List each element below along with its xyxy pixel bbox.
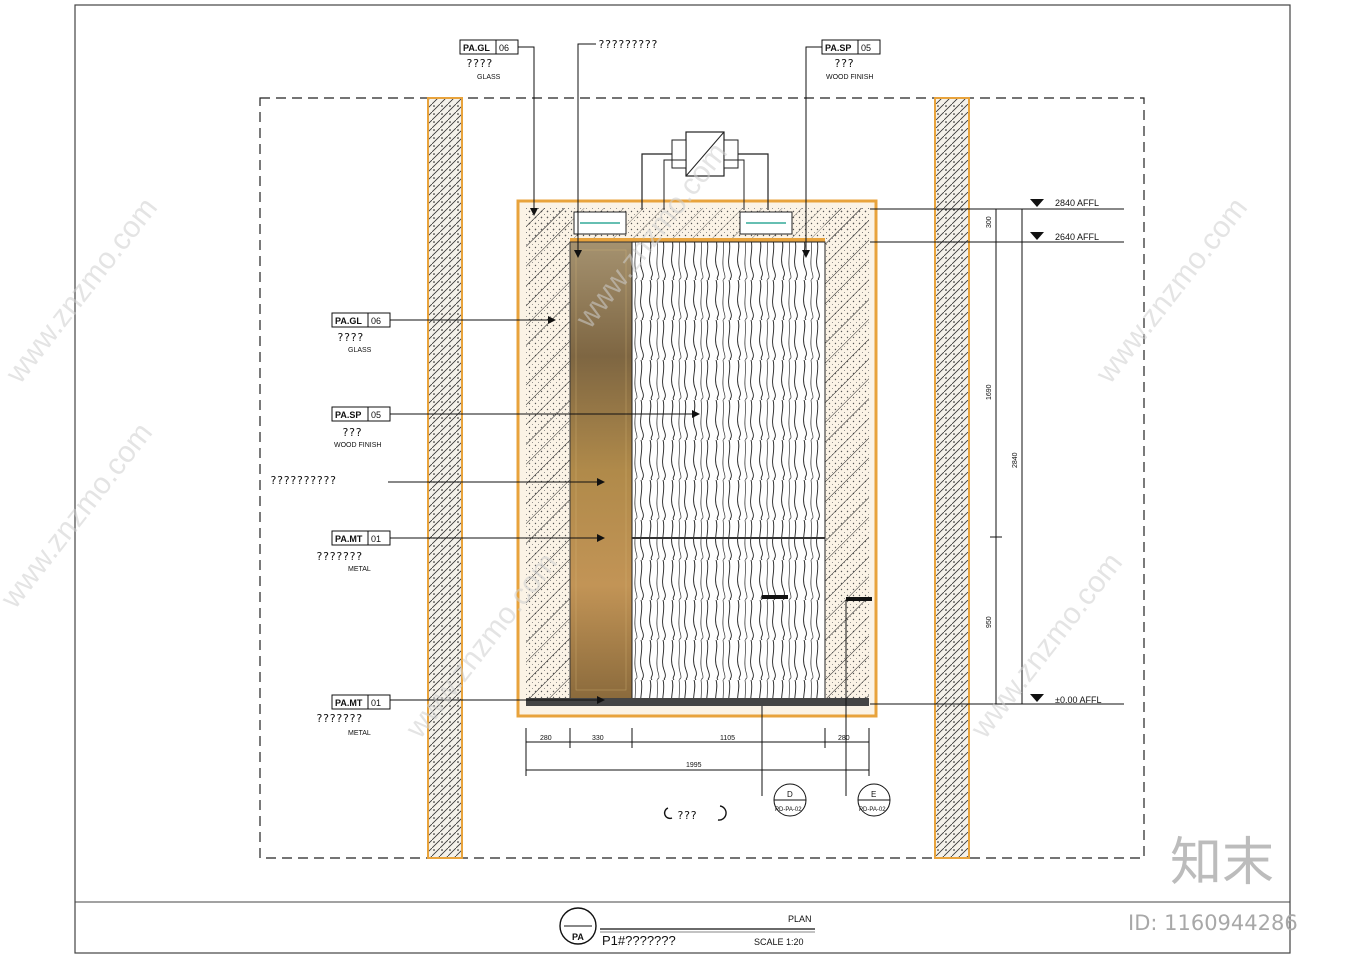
callout-left-wood: PA.SP 05 ??? WOOD FINISH	[331, 406, 391, 449]
image-id: ID: 1160944286	[1128, 911, 1298, 935]
dim-v-1690: 1690	[986, 384, 993, 400]
callout-top-center-note: ?????????	[598, 38, 658, 51]
dim-v-2840: 2840	[1012, 452, 1019, 468]
dim-h-total: 1995	[686, 762, 702, 769]
callout-tag: PA.SP	[825, 43, 851, 53]
brand-logo: 知末	[1170, 833, 1274, 893]
left-wall	[427, 97, 463, 859]
callout-number: 05	[371, 410, 381, 420]
scale-label: SCALE 1:20	[754, 937, 804, 947]
callout-cn: ????	[466, 57, 493, 70]
leader-arrowheads	[530, 208, 810, 704]
section-marker-d: D PD-PA-02	[773, 783, 807, 817]
callout-number: 06	[371, 316, 381, 326]
right-wall	[934, 97, 970, 859]
marker-top: D	[787, 790, 793, 799]
watermark-text: www.znzmo.com	[1089, 192, 1254, 390]
dim-h-330: 330	[592, 735, 604, 742]
horizontal-dimension-lines	[525, 600, 870, 796]
watermark-text: www.znzmo.com	[0, 192, 164, 390]
title-block: PA P1#??????? PLAN SCALE 1:20	[559, 907, 815, 948]
marker-top: E	[871, 790, 876, 799]
callout-en: GLASS	[348, 347, 372, 354]
callout-en: GLASS	[477, 74, 501, 81]
callout-cn: ???????	[316, 712, 362, 725]
watermark-text: www.znzmo.com	[964, 547, 1129, 745]
callout-number: 01	[371, 534, 381, 544]
callout-top-glass: PA.GL 06 ???? GLASS	[459, 39, 519, 81]
marker-bottom: PD-PA-02	[859, 807, 886, 813]
dim-h-280b: 280	[838, 735, 850, 742]
mechanical-symbol	[641, 131, 769, 210]
leader-lines	[388, 43, 822, 701]
glass-panel	[569, 241, 633, 701]
callout-tag: PA.MT	[335, 534, 363, 544]
level-markers	[1030, 199, 1044, 702]
callout-en: WOOD FINISH	[334, 442, 381, 449]
marker-bottom: PD-PA-02	[775, 807, 802, 813]
rotate-label: ???	[677, 809, 697, 822]
callout-en: METAL	[348, 730, 371, 737]
callout-number: 06	[499, 43, 509, 53]
level-floor: ±0.00 AFFL	[1055, 695, 1101, 705]
callout-number: 01	[371, 698, 381, 708]
watermark-text: www.znzmo.com	[0, 417, 159, 615]
callout-left-metal-1: PA.MT 01 ??????? METAL	[316, 530, 391, 573]
callout-number: 05	[861, 43, 871, 53]
dim-v-300: 300	[986, 216, 993, 228]
wood-door-panel	[631, 241, 872, 701]
callout-tag: PA.MT	[335, 698, 363, 708]
callout-left-glass: PA.GL 06 ???? GLASS	[331, 312, 391, 354]
plan-label: PLAN	[788, 914, 812, 924]
view-extent-dashed	[259, 97, 1145, 859]
title-logo: PA	[572, 932, 584, 942]
callout-tag: PA.GL	[463, 43, 490, 53]
level-lines	[870, 208, 1124, 705]
dim-h-280a: 280	[540, 735, 552, 742]
callout-cn: ???	[342, 426, 362, 439]
callout-cn: ???	[834, 57, 854, 70]
sheet-border	[74, 4, 1291, 954]
level-top-1: 2840 AFFL	[1055, 198, 1099, 208]
callout-tag: PA.SP	[335, 410, 361, 420]
callout-left-note: ??????????	[270, 474, 336, 487]
callout-top-wood: PA.SP 05 ??? WOOD FINISH	[821, 39, 881, 81]
dim-h-1105: 1105	[720, 735, 735, 742]
drawing-number: P1#???????	[602, 933, 676, 948]
floor-strip	[526, 698, 869, 706]
level-top-2: 2640 AFFL	[1055, 232, 1099, 242]
section-marker-e: E PD-PA-02	[857, 783, 891, 817]
callout-en: METAL	[348, 566, 371, 573]
callout-cn: ????	[337, 331, 364, 344]
dim-v-950: 950	[986, 616, 993, 628]
callout-cn: ???????	[316, 550, 362, 563]
callout-left-metal-2: PA.MT 01 ??????? METAL	[316, 694, 391, 737]
callout-tag: PA.GL	[335, 316, 362, 326]
callout-en: WOOD FINISH	[826, 74, 873, 81]
rotate-annotation: ???	[663, 805, 727, 822]
